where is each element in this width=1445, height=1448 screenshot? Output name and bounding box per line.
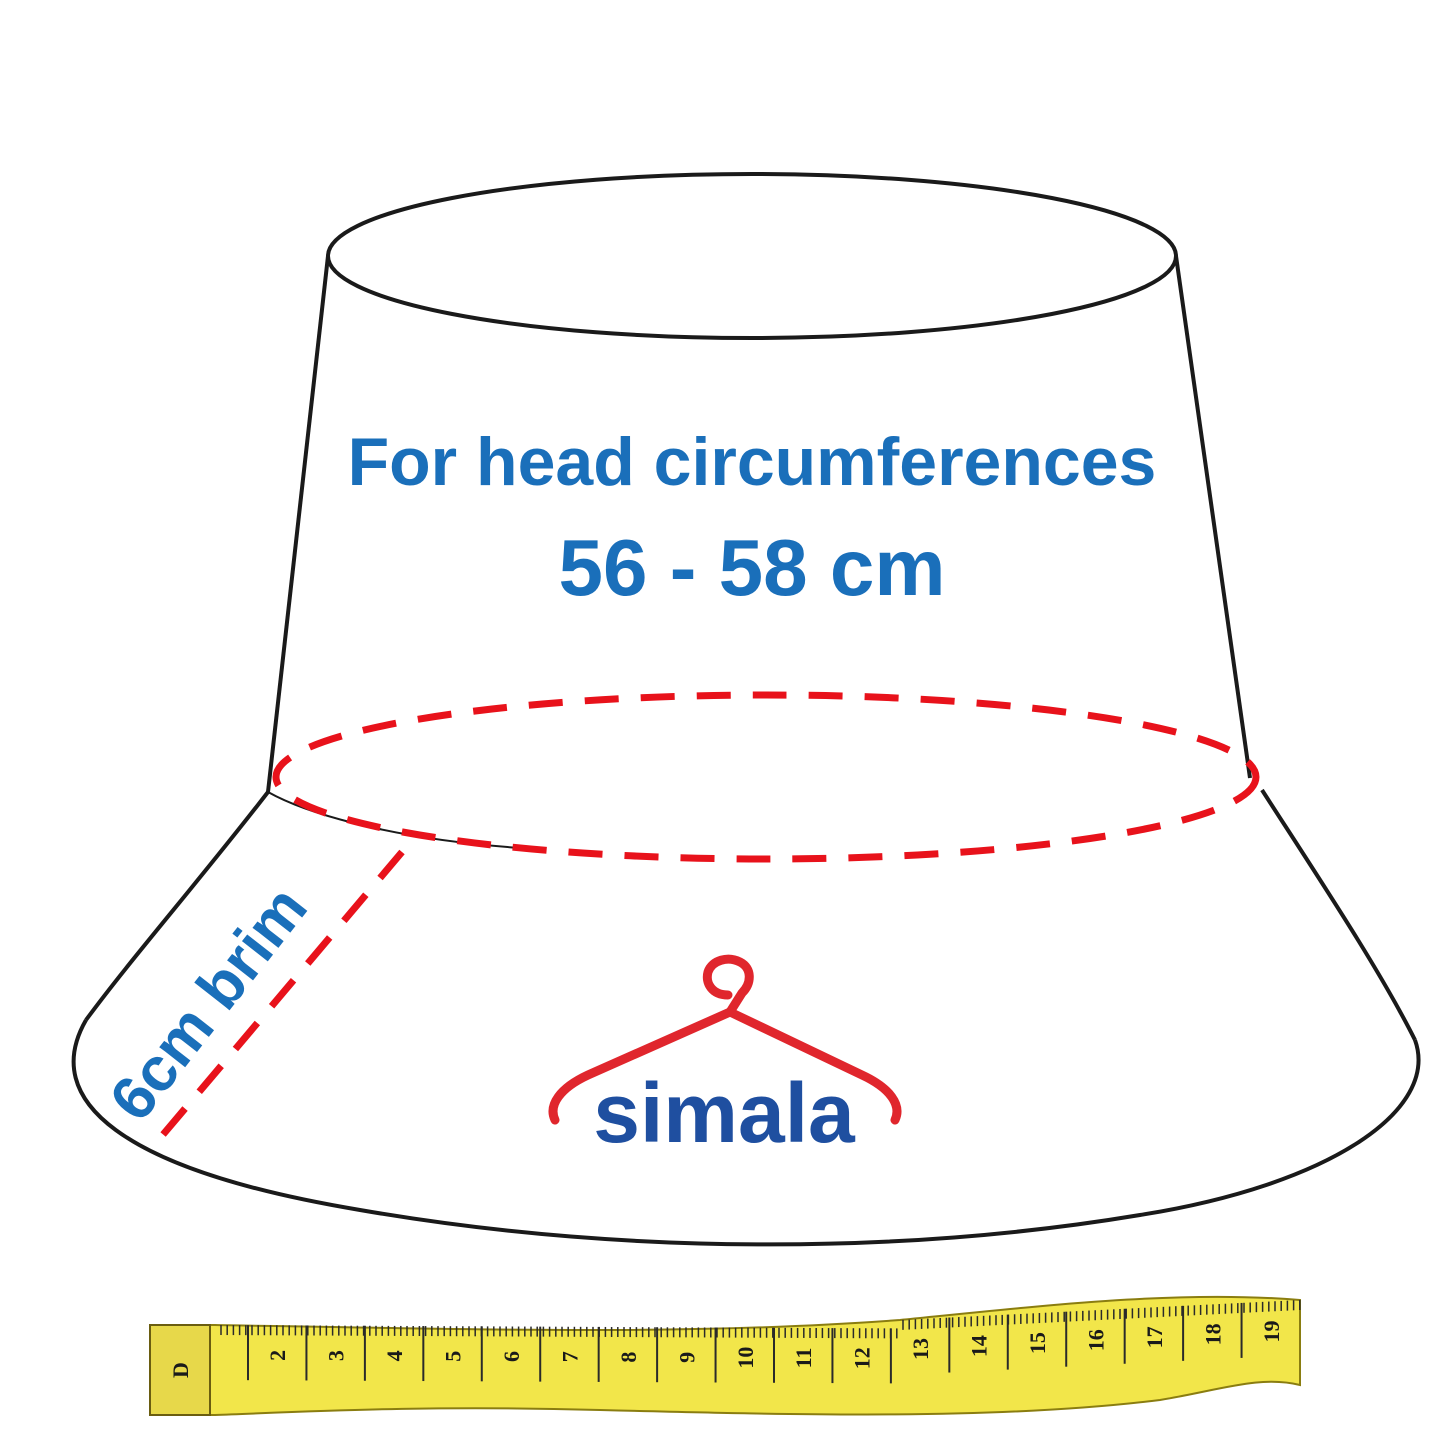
tape-metal-end bbox=[149, 1324, 211, 1416]
tape-number-label: 6 bbox=[499, 1351, 524, 1362]
tape-number-label: 14 bbox=[967, 1335, 992, 1357]
tape-number-label: 13 bbox=[908, 1338, 933, 1360]
tape-measure: D 2 3 4 5 6 7 8 9 10 11 12 13 14 15 16 17 18 19 bbox=[149, 1295, 1301, 1416]
brim-label: 6cm brim bbox=[97, 874, 321, 1134]
tape-body bbox=[149, 1295, 1301, 1416]
headline-line-1: For head circumferences bbox=[348, 424, 1157, 500]
tape-number-labels: 2 3 4 5 6 7 8 9 10 11 12 13 14 15 16 17 18 19 bbox=[265, 1320, 1284, 1369]
brim-width-dashed-line bbox=[147, 849, 405, 1153]
brim-bottom-curve bbox=[71, 1019, 1421, 1247]
tape-number-label: 4 bbox=[382, 1350, 407, 1361]
brim-right-edge bbox=[1260, 788, 1417, 1041]
brand-name: simala bbox=[593, 1066, 856, 1160]
tape-number-label: 11 bbox=[791, 1348, 816, 1369]
hat-top-ellipse bbox=[326, 172, 1178, 340]
crown-right-side bbox=[1174, 255, 1252, 779]
tape-number-label: 18 bbox=[1200, 1323, 1225, 1345]
tape-tick-marks bbox=[220, 1300, 1301, 1384]
tape-number-label: 2 bbox=[265, 1350, 290, 1361]
tape-number-label: 17 bbox=[1142, 1326, 1167, 1348]
tape-number-label: 12 bbox=[850, 1347, 875, 1369]
tape-number-label: 16 bbox=[1083, 1329, 1108, 1351]
brim-left-edge bbox=[84, 790, 270, 1022]
tape-number-label: 15 bbox=[1025, 1332, 1050, 1354]
tape-number-label: 3 bbox=[324, 1350, 349, 1361]
crown-left-side bbox=[266, 255, 330, 793]
headline-line-2: 56 - 58 cm bbox=[559, 523, 946, 612]
tape-number-label: 5 bbox=[441, 1351, 466, 1362]
tape-number-label: 10 bbox=[733, 1347, 758, 1369]
tape-number-label: 7 bbox=[557, 1351, 582, 1362]
hat-outline bbox=[71, 172, 1421, 1247]
tape-end-letter: D bbox=[168, 1362, 193, 1378]
tape-number-label: 9 bbox=[674, 1352, 699, 1363]
head-circumference-dashed-ellipse bbox=[272, 691, 1260, 863]
coat-hanger-icon bbox=[548, 954, 902, 1125]
headband-seam bbox=[267, 791, 521, 849]
tape-number-label: 8 bbox=[616, 1352, 641, 1363]
tape-number-label: 19 bbox=[1259, 1320, 1284, 1342]
brand-logo: simala bbox=[548, 954, 902, 1160]
